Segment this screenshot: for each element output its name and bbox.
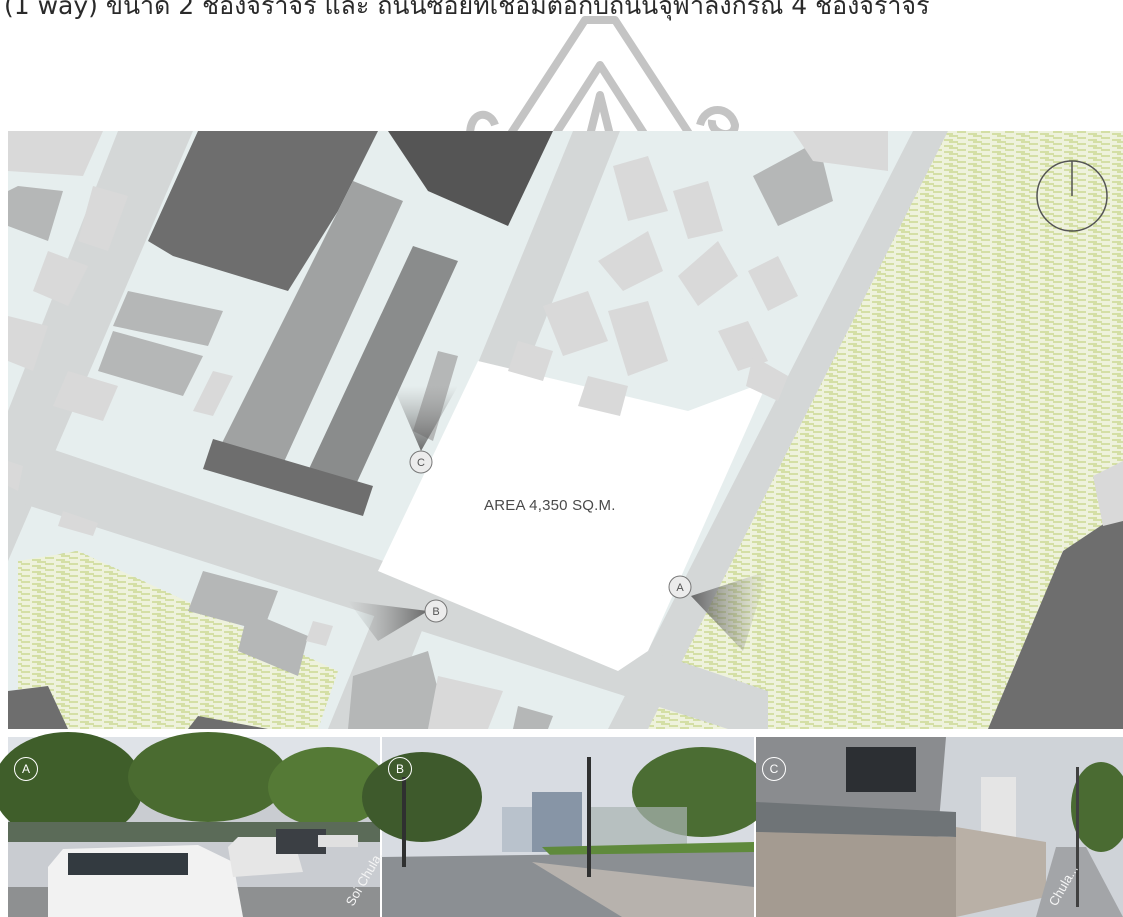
building xyxy=(608,301,668,376)
view-cone-c xyxy=(393,386,458,451)
view-cone-a xyxy=(691,571,768,651)
building xyxy=(53,371,118,421)
site-parcel xyxy=(378,361,768,671)
building xyxy=(388,131,553,226)
building xyxy=(58,511,98,536)
road-horizontal xyxy=(8,441,768,729)
building xyxy=(428,676,503,729)
road-diagonal-east xyxy=(608,131,948,729)
building xyxy=(308,246,458,491)
building xyxy=(306,621,333,646)
building xyxy=(578,376,628,416)
building xyxy=(98,331,203,396)
site-map: A B C AREA 4,350 SQ.M. xyxy=(8,131,1123,729)
street-photo-c[interactable]: Chula... C xyxy=(756,737,1123,917)
photo-b-badge: B xyxy=(388,757,412,781)
building xyxy=(598,231,663,291)
building xyxy=(508,341,553,381)
building xyxy=(8,316,48,371)
building xyxy=(33,251,88,306)
marker-b-label: B xyxy=(432,606,439,618)
building xyxy=(1093,461,1123,526)
photo-c-badge: C xyxy=(762,757,786,781)
marker-c-label: C xyxy=(417,457,425,469)
building xyxy=(8,461,23,491)
building xyxy=(673,181,723,239)
building xyxy=(188,716,268,729)
street-photo-b[interactable]: B xyxy=(362,737,772,917)
site-area-label: AREA 4,350 SQ.M. xyxy=(484,497,616,514)
building xyxy=(193,371,233,416)
building xyxy=(613,156,668,221)
building xyxy=(746,356,788,401)
building xyxy=(748,256,798,311)
building xyxy=(988,511,1123,729)
building xyxy=(793,131,888,171)
building xyxy=(113,291,223,346)
building xyxy=(678,241,738,306)
marker-a-label: A xyxy=(676,582,684,594)
marker-c[interactable]: C xyxy=(409,450,433,474)
university-seal-watermark xyxy=(466,16,739,138)
building xyxy=(8,131,103,176)
building xyxy=(203,439,373,516)
view-cone-b xyxy=(348,601,428,641)
building xyxy=(148,131,378,291)
building xyxy=(753,141,833,226)
street-photo-a[interactable]: Soi Chula... A xyxy=(0,732,389,917)
building xyxy=(238,611,308,676)
building xyxy=(543,291,608,356)
building xyxy=(78,186,128,251)
building xyxy=(8,186,63,241)
marker-b[interactable]: B xyxy=(424,599,448,623)
green-area-east xyxy=(648,131,1123,729)
marker-a[interactable]: A xyxy=(668,575,692,599)
header-text: (1 way) ขนาด 2 ช่องจราจร และ ถนนซอยที่เช… xyxy=(4,0,930,20)
street-view-photos: Soi Chula... A B xyxy=(0,732,1123,917)
photo-a-badge: A xyxy=(14,757,38,781)
building xyxy=(8,686,68,729)
building xyxy=(513,706,553,729)
building xyxy=(348,651,448,729)
building xyxy=(213,181,403,486)
green-area-southwest xyxy=(18,551,338,729)
